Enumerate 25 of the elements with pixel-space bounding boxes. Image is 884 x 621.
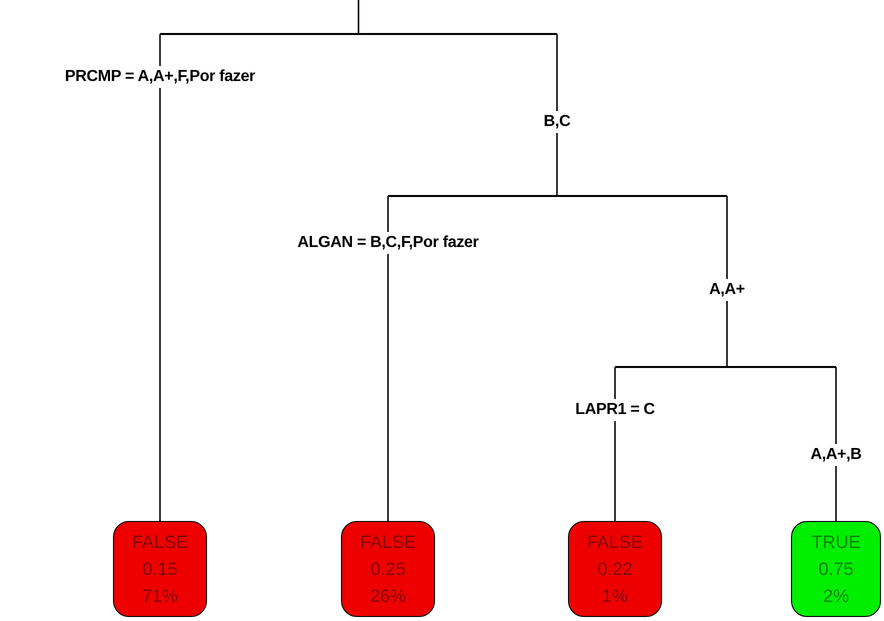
leaf-value: 26% (370, 584, 406, 608)
leaf-value: 2% (822, 584, 849, 608)
split-label: ALGAN = B,C,F,Por fazer (296, 232, 480, 254)
leaf-value: TRUE (812, 530, 860, 554)
leaf-value: 1% (602, 584, 628, 608)
branch-line (159, 34, 161, 521)
split-label: A,A+ (708, 279, 746, 301)
split-label: A,A+,B (809, 444, 863, 466)
leaf-value: 0.22 (597, 558, 633, 580)
split-label: PRCMP = A,A+,F,Por fazer (64, 66, 256, 88)
leaf-value: FALSE (360, 530, 416, 554)
split-label: B,C (542, 111, 572, 133)
leaf-box (113, 521, 207, 617)
leaf-box (568, 521, 662, 617)
leaf-value: 0.15 (142, 558, 178, 580)
leaf-value: 0.75 (818, 558, 854, 580)
leaf-value: 0.25 (370, 558, 406, 580)
branch-line (358, 0, 360, 34)
leaf-box (341, 521, 435, 617)
leaf-value: FALSE (586, 530, 644, 554)
leaf-box (791, 521, 881, 617)
branch-line (387, 196, 389, 521)
leaf-value: 71% (142, 584, 178, 608)
split-label: LAPR1 = C (574, 399, 656, 421)
leaf-value: FALSE (132, 530, 188, 554)
